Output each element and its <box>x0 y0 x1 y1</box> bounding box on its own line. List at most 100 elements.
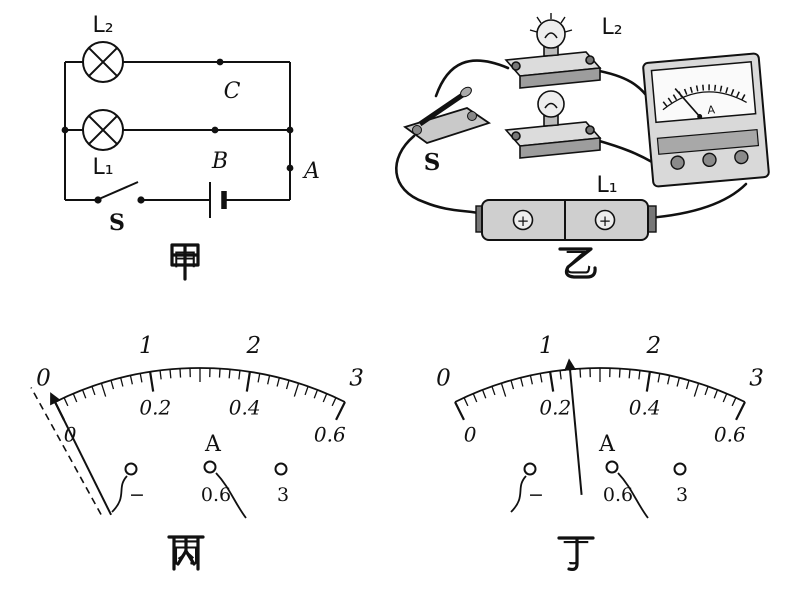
needle <box>50 392 112 516</box>
tick <box>628 369 631 379</box>
caption-bing-glyph <box>167 535 205 571</box>
terminal-06-label: 0.6 <box>201 484 231 506</box>
tick <box>722 393 728 403</box>
tick <box>731 397 737 407</box>
tick <box>81 389 87 399</box>
tick <box>63 397 69 407</box>
needle <box>564 358 583 495</box>
tick <box>657 373 661 383</box>
apparatus-wires <box>394 59 748 220</box>
terminal-3-label: 3 <box>277 484 289 506</box>
tick <box>313 389 319 399</box>
terminal-minus-label: − <box>528 484 544 506</box>
label-point-B: B <box>211 149 228 174</box>
tick <box>685 380 690 390</box>
scale-3A-label: 0 <box>436 366 451 392</box>
apparatus-lamp-L2 <box>504 13 602 89</box>
apparatus-switch <box>403 86 492 144</box>
apparatus-lamp-L1 <box>504 90 602 159</box>
tick <box>529 375 533 385</box>
scale-3A-label: 0 <box>36 366 51 392</box>
scale-06A-label: 0.6 <box>714 422 746 446</box>
tick <box>179 368 182 378</box>
tick <box>100 383 107 397</box>
meter-bing-unit: A <box>204 432 222 457</box>
caption-yi-glyph <box>558 247 597 279</box>
caption-jia-glyph <box>170 243 200 281</box>
battery-symbol <box>209 182 227 218</box>
scale-3A-label: 3 <box>749 366 764 392</box>
tick <box>491 386 496 396</box>
lamp-symbol-L1 <box>82 109 124 151</box>
tick <box>481 389 487 399</box>
label-apparatus-L1: L₁ <box>596 173 617 198</box>
tick <box>713 389 719 399</box>
scale-06A-label: 0 <box>464 422 477 446</box>
tick <box>638 370 641 380</box>
tick <box>304 386 309 396</box>
wire <box>434 59 510 98</box>
tick <box>91 386 96 396</box>
switch-symbol <box>94 181 145 204</box>
tick <box>293 383 300 397</box>
tick <box>667 375 671 385</box>
tick <box>645 371 651 392</box>
tick <box>676 377 680 387</box>
tick <box>618 368 621 378</box>
tick <box>159 370 162 380</box>
lamp-symbol-L2 <box>82 41 124 83</box>
terminal-06-label: 0.6 <box>603 484 633 506</box>
tick <box>245 371 251 392</box>
label-point-A: A <box>302 159 320 184</box>
glow-rays <box>529 13 573 33</box>
scale-06A-label: 0.4 <box>229 395 261 419</box>
label-switch-S: S <box>109 210 125 236</box>
tick <box>285 380 290 390</box>
circuit-diagram-jia: L₂ C L₁ B A S 甲 <box>61 13 320 281</box>
tick <box>735 401 746 421</box>
scale-3A-label: 2 <box>246 333 262 359</box>
meter-bing-terminals: − 0.6 3 <box>111 460 289 519</box>
label-apparatus-L2: L₂ <box>601 15 622 40</box>
tick <box>110 380 115 390</box>
scale-3A-label: 1 <box>539 333 554 359</box>
wire <box>592 68 652 102</box>
tick <box>549 371 555 392</box>
tick <box>169 369 172 379</box>
mini-needle <box>674 88 701 118</box>
meter-ding-unit: A <box>598 432 616 457</box>
label-L1: L₁ <box>92 155 113 180</box>
ammeter-face-A: A <box>707 103 716 117</box>
tick <box>72 393 78 403</box>
tick <box>472 393 478 403</box>
tick <box>238 370 241 380</box>
meter-ding-terminals: − 0.6 3 <box>510 460 688 519</box>
tick <box>500 383 507 397</box>
scale-06A-label: 0.2 <box>139 395 171 419</box>
tick <box>559 370 562 380</box>
tick <box>257 373 261 383</box>
tick <box>520 377 524 387</box>
tick <box>579 368 582 378</box>
tick <box>218 368 221 378</box>
scale-3A-label: 1 <box>139 333 154 359</box>
battery-plus-left: + <box>517 212 530 230</box>
apparatus-battery: + + <box>475 199 657 241</box>
tick <box>331 397 337 407</box>
tick <box>267 375 271 385</box>
tick <box>322 393 328 403</box>
tick <box>120 377 124 387</box>
label-point-C: C <box>224 79 241 104</box>
battery-plus-right: + <box>599 212 612 230</box>
tick <box>129 375 133 385</box>
scale-06A-label: 0.4 <box>629 395 661 419</box>
tick <box>276 377 280 387</box>
apparatus-ammeter: A <box>642 52 770 188</box>
tick <box>463 397 469 407</box>
scale-06A-label: 0.2 <box>539 395 571 419</box>
